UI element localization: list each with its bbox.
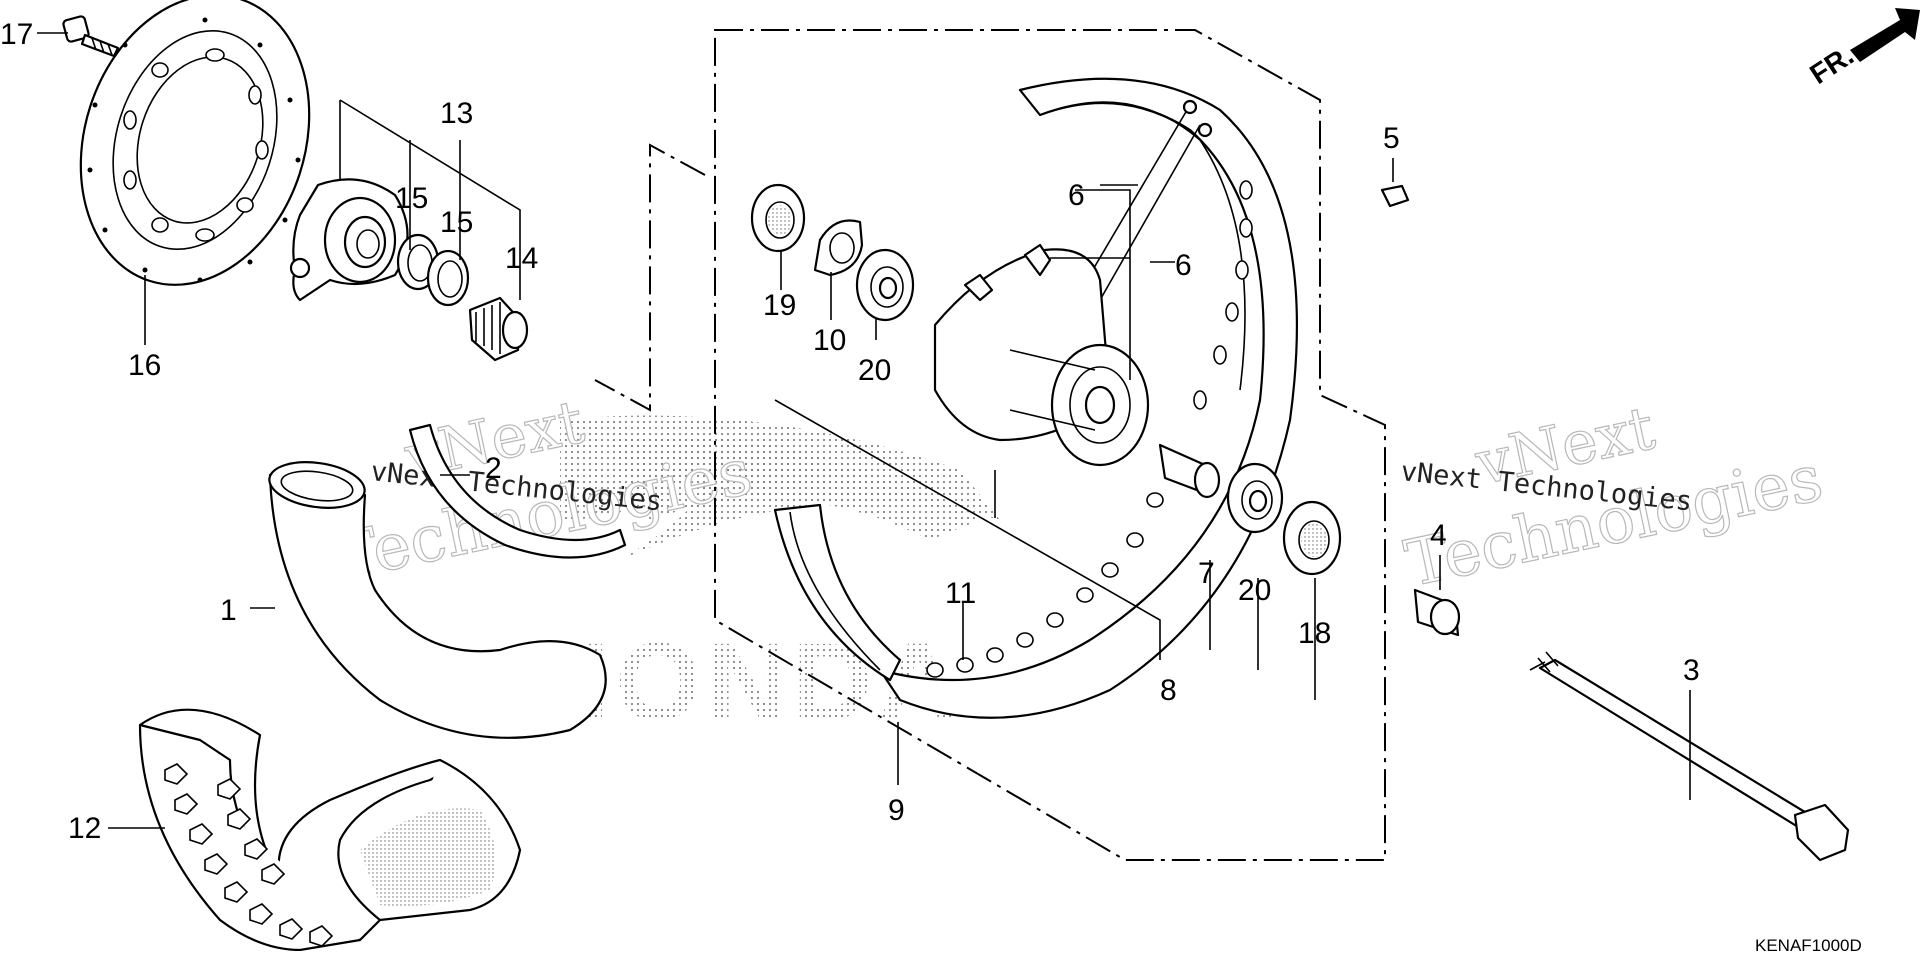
oil-seal-18 xyxy=(1282,500,1342,576)
callout-7: 7 xyxy=(1198,557,1215,590)
callout-3: 3 xyxy=(1683,654,1700,687)
callout-10: 10 xyxy=(813,324,846,357)
speedometer-gearbox xyxy=(289,178,409,302)
callout-11: 11 xyxy=(945,577,976,610)
tire-section-9 xyxy=(773,503,902,682)
brake-disc xyxy=(79,0,311,286)
front-axle-3 xyxy=(1529,651,1850,862)
bearing-20a xyxy=(855,248,915,322)
distance-collar-7 xyxy=(1158,443,1221,499)
callout-19: 19 xyxy=(763,289,796,322)
retainer-10 xyxy=(813,219,864,277)
leader-lines xyxy=(37,32,1691,829)
callout-2: 2 xyxy=(485,452,502,485)
rim-band-2 xyxy=(408,423,627,559)
callouts: 17 16 13 15 15 14 2 1 12 19 10 20 6 6 11… xyxy=(0,18,1700,845)
callout-20a: 20 xyxy=(858,354,891,387)
callout-20b: 20 xyxy=(1238,574,1271,607)
callout-15a: 15 xyxy=(395,182,428,215)
callout-15b: 15 xyxy=(440,206,473,239)
direction-label: FR. xyxy=(1804,39,1859,90)
disc-bolt xyxy=(62,15,120,58)
bearing-20b xyxy=(1226,462,1284,534)
hub-boundary xyxy=(594,143,706,412)
callout-13: 13 xyxy=(440,97,473,130)
callout-16: 16 xyxy=(128,349,161,382)
callout-6a: 6 xyxy=(1068,179,1085,212)
callout-18: 18 xyxy=(1298,617,1331,650)
seal-ring-15b xyxy=(426,249,470,307)
callout-14: 14 xyxy=(505,242,538,275)
callout-1: 1 xyxy=(220,594,237,627)
callout-12: 12 xyxy=(68,812,101,845)
callout-4: 4 xyxy=(1430,519,1447,552)
drawing-code: KENAF1000D xyxy=(1755,936,1862,951)
wheel-rim xyxy=(878,77,1298,719)
side-collar-4 xyxy=(1413,588,1461,637)
callout-9: 9 xyxy=(888,794,905,827)
valve-nut-5 xyxy=(1380,184,1410,208)
tire-12 xyxy=(138,708,522,952)
speedometer-gear xyxy=(468,296,529,362)
tube-1 xyxy=(268,461,607,739)
oil-seal-19 xyxy=(750,183,806,253)
front-direction-arrow: FR. xyxy=(1804,8,1920,90)
callout-5: 5 xyxy=(1383,122,1400,155)
callout-8: 8 xyxy=(1160,674,1177,707)
callout-17: 17 xyxy=(0,18,33,51)
wheel-hub xyxy=(933,243,1150,467)
assembly-boundary xyxy=(714,29,1386,861)
callout-6b: 6 xyxy=(1175,249,1192,282)
